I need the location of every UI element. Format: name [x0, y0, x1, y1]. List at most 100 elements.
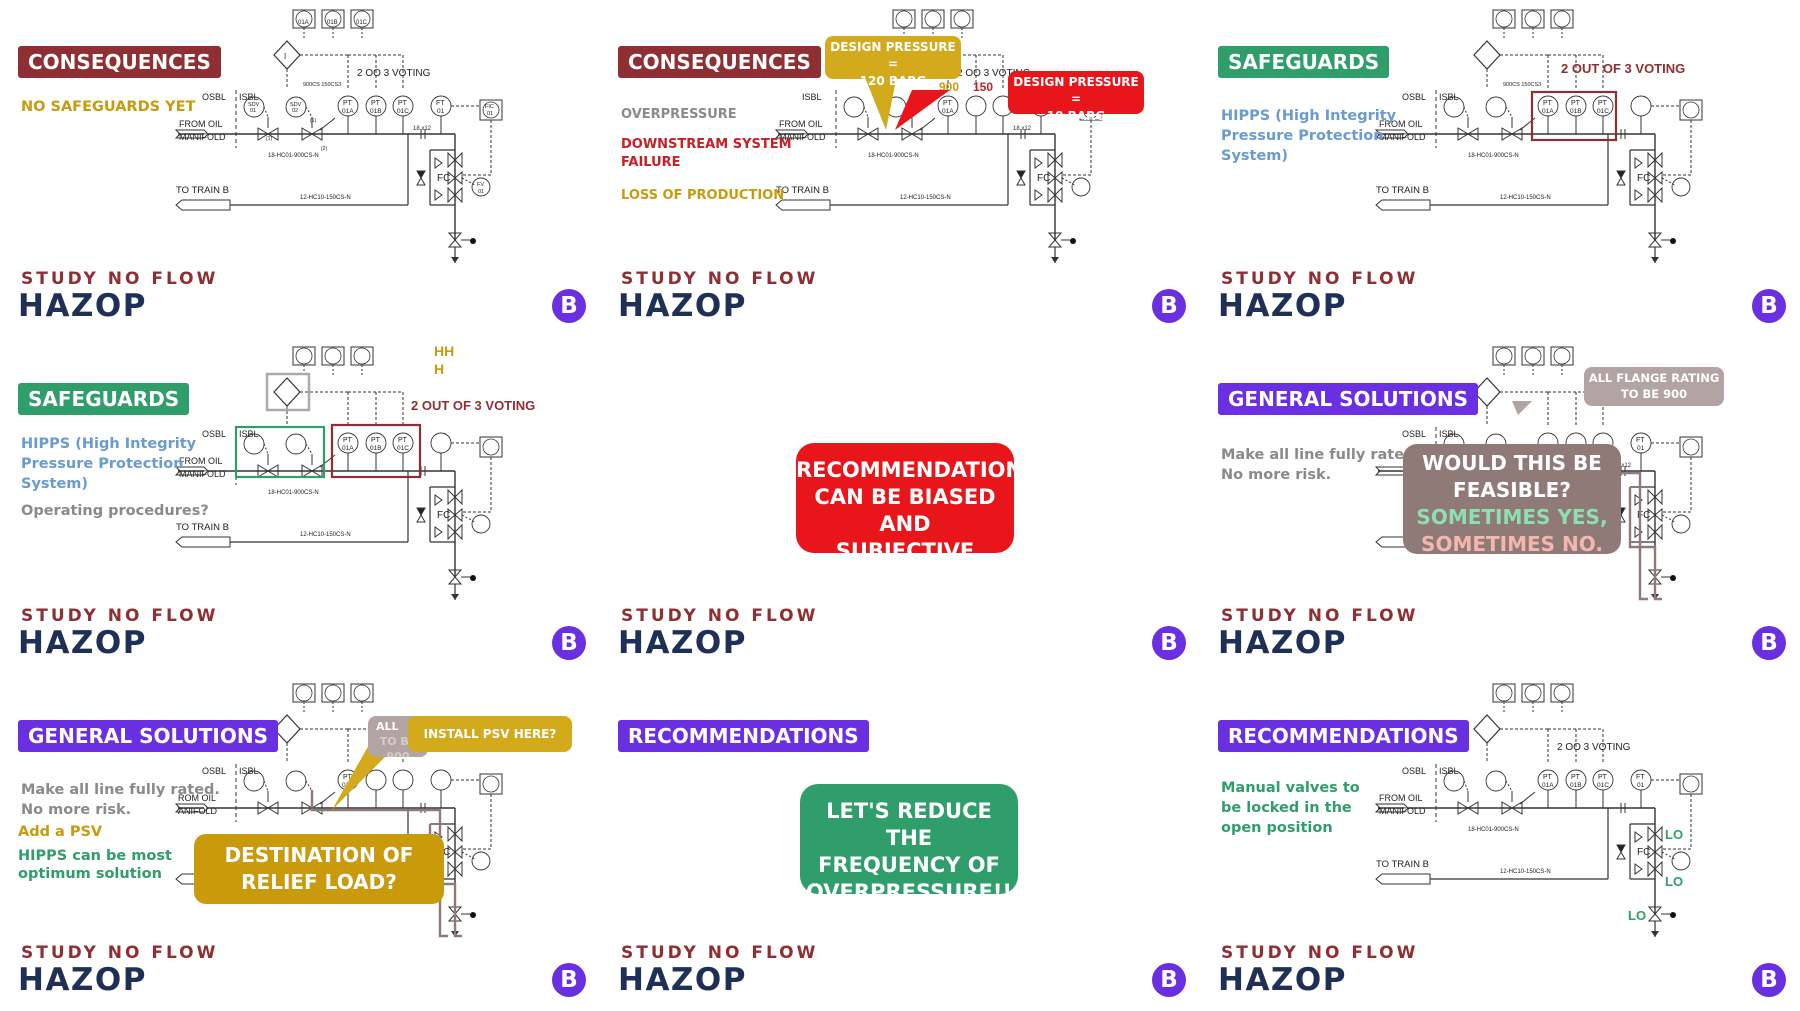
svg-text:FC: FC: [1637, 510, 1650, 521]
logo-icon: B: [1752, 626, 1786, 660]
hipps-line-3: System): [1221, 148, 1289, 164]
svg-text:18 x12: 18 x12: [1613, 463, 1632, 469]
pi-label: 01A: [298, 20, 309, 26]
lo-label-2: LO: [1665, 874, 1683, 889]
logo-icon: B: [1152, 289, 1186, 323]
svg-text:PT: PT: [398, 437, 408, 444]
hazop-title: HAZOP: [1218, 288, 1347, 324]
svg-text:FT: FT: [1636, 774, 1645, 781]
svg-text:2 OO 3 VOTING: 2 OO 3 VOTING: [957, 68, 1031, 79]
tag-general-solutions: GENERAL SOLUTIONS: [18, 720, 278, 752]
hazop-title: HAZOP: [18, 962, 147, 998]
svg-text:PT: PT: [1598, 100, 1608, 107]
svg-text:FIC: FIC: [485, 104, 494, 110]
hipps-line-2: Pressure Protection: [21, 456, 184, 472]
panel-recommendations-biased: RECOMMENDATIONS CAN BE BIASED AND SUBJEC…: [600, 337, 1200, 674]
hipps-line-1: HIPPS (High Integrity: [1221, 108, 1397, 124]
hipps-line-2: Pressure Protection: [1221, 128, 1384, 144]
svg-text:TO TRAIN B: TO TRAIN B: [1376, 859, 1429, 870]
svg-text:ISBL: ISBL: [239, 92, 259, 102]
svg-text:ISBL: ISBL: [239, 766, 259, 776]
svg-text:TO TRAIN B: TO TRAIN B: [1376, 185, 1429, 196]
tag-recommendations: RECOMMENDATIONS: [618, 720, 869, 752]
svg-text:18-HC01-900CS-N: 18-HC01-900CS-N: [268, 153, 319, 159]
svg-text:FV: FV: [477, 182, 484, 188]
svg-text:PT: PT: [1543, 774, 1553, 781]
svg-text:TO TRAIN B: TO TRAIN B: [776, 185, 829, 196]
svg-text:01A: 01A: [1542, 782, 1554, 789]
svg-text:01A: 01A: [342, 108, 354, 115]
pid-diagram: 2 OO 3 VOTING OSBL ISBL FROM OIL MANIFOL…: [1375, 683, 1703, 938]
svg-text:01C: 01C: [397, 108, 409, 115]
logo-icon: B: [1752, 963, 1786, 997]
svg-text:01: 01: [1637, 445, 1645, 452]
no-safeguards-note: NO SAFEGUARDS YET: [21, 99, 196, 115]
svg-text:12-HC10-150CS-N: 12-HC10-150CS-N: [1500, 869, 1551, 875]
lo-label-3: LO: [1628, 908, 1646, 923]
svg-text:PT: PT: [371, 437, 381, 444]
study-label: STUDY NO FLOW: [21, 606, 219, 626]
svg-text:18-HC01-900CS-N: 18-HC01-900CS-N: [868, 153, 919, 159]
operating-procedures: Operating procedures?: [21, 503, 209, 519]
logo-icon: B: [1152, 626, 1186, 660]
tag-consequences: CONSEQUENCES: [18, 46, 221, 78]
hipps-highlight-box: [1530, 90, 1618, 142]
tag-safeguards: SAFEGUARDS: [18, 383, 190, 415]
lo-label-1: LO: [1665, 827, 1683, 842]
study-label: STUDY NO FLOW: [1221, 943, 1419, 963]
svg-text:01C: 01C: [397, 445, 409, 452]
svg-text:OSBL: OSBL: [202, 429, 226, 439]
logo-icon: B: [552, 626, 586, 660]
svg-text:01B: 01B: [327, 20, 338, 26]
study-label: STUDY NO FLOW: [1221, 269, 1419, 289]
tag-recommendations: RECOMMENDATIONS: [1218, 720, 1469, 752]
svg-text:SDV: SDV: [248, 102, 260, 108]
svg-text:TO TRAIN B: TO TRAIN B: [176, 522, 229, 533]
logo-icon: B: [1152, 963, 1186, 997]
study-label: STUDY NO FLOW: [1221, 606, 1419, 626]
feasibility-callout: WOULD THIS BE FEASIBLE? SOMETIMES YES, S…: [1403, 444, 1621, 556]
svg-text:01A: 01A: [942, 108, 954, 115]
svg-text:SDV: SDV: [290, 102, 302, 108]
svg-text:PT: PT: [1598, 774, 1608, 781]
svg-text:MANIFOLD: MANIFOLD: [179, 469, 226, 479]
svg-text:2 OO 3 VOTING: 2 OO 3 VOTING: [1557, 742, 1631, 753]
study-label: STUDY NO FLOW: [21, 269, 219, 289]
solution-line-2: No more risk.: [21, 802, 132, 818]
biased-callout: RECOMMENDATIONS CAN BE BIASED AND SUBJEC…: [796, 443, 1038, 563]
svg-text:PT: PT: [943, 100, 953, 107]
logo-icon: B: [552, 963, 586, 997]
svg-text:ISBL: ISBL: [802, 92, 822, 102]
svg-text:FROM OIL: FROM OIL: [779, 119, 823, 129]
svg-text:12-HC10-150CS-N: 12-HC10-150CS-N: [900, 195, 951, 201]
svg-text:OSBL: OSBL: [202, 92, 226, 102]
svg-text:I: I: [284, 52, 286, 61]
svg-text:01C: 01C: [1597, 782, 1609, 789]
svg-text:12-HC10-150CS-N: 12-HC10-150CS-N: [1500, 195, 1551, 201]
svg-text:PT: PT: [343, 774, 353, 781]
svg-text:ISBL: ISBL: [1439, 766, 1459, 776]
svg-text:900CS 150CS3: 900CS 150CS3: [303, 82, 341, 88]
svg-text:OSBL: OSBL: [1402, 429, 1426, 439]
study-label: STUDY NO FLOW: [621, 943, 819, 963]
consequence-overpressure: OVERPRESSURE: [621, 107, 737, 122]
design-pressure-120-bubble: DESIGN PRESSURE =120 BARG: [825, 36, 961, 88]
svg-text:01: 01: [1637, 782, 1645, 789]
tag-safeguards: SAFEGUARDS: [1218, 46, 1390, 78]
hh-label: HH: [434, 343, 454, 359]
manual-valves-1: Manual valves to: [1221, 780, 1360, 796]
logo-icon: B: [552, 289, 586, 323]
panel-recommendations-lo: 2 OO 3 VOTING OSBL ISBL FROM OIL MANIFOL…: [1200, 674, 1800, 1011]
svg-text:FC: FC: [437, 510, 450, 521]
svg-text:PT: PT: [343, 100, 353, 107]
logo-icon: B: [1752, 289, 1786, 323]
consequence-downstream: DOWNSTREAM SYSTEM: [621, 137, 792, 152]
hazop-title: HAZOP: [618, 625, 747, 661]
svg-text:MANIFOLD: MANIFOLD: [1379, 132, 1426, 142]
panel-consequences-1: 01A 01B 01C I 2 OO 3 VOTING 900CS 150CS3…: [0, 0, 600, 337]
svg-text:FROM OIL: FROM OIL: [1379, 119, 1423, 129]
svg-text:ANIFOLD: ANIFOLD: [178, 806, 218, 816]
